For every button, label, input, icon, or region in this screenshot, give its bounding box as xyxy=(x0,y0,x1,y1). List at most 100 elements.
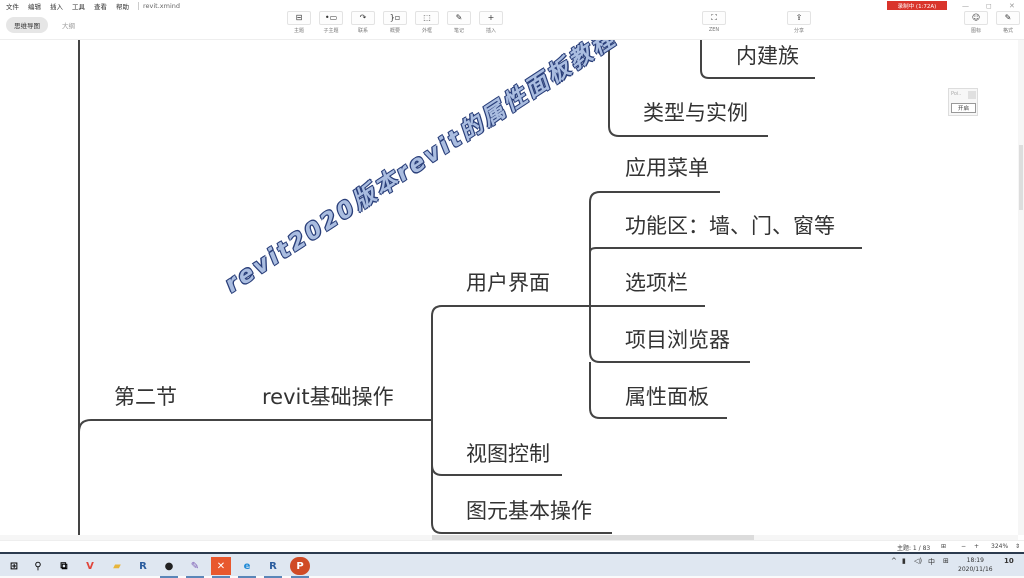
menu-help[interactable]: 帮助 xyxy=(116,2,129,11)
powerpoint-icon[interactable]: P xyxy=(290,557,310,578)
zen-icon: ⛶ xyxy=(702,11,726,25)
tab-mindmap[interactable]: 思维导图 xyxy=(6,17,48,33)
node-options-bar[interactable]: 选项栏 xyxy=(625,271,688,295)
ime-indicator[interactable]: 中 xyxy=(928,558,935,566)
note-icon: ✎ xyxy=(447,11,471,25)
icon-panel-label: 图标 xyxy=(970,28,981,34)
brush-icon: ✎ xyxy=(996,11,1020,25)
header-divider xyxy=(0,39,1024,40)
obs-icon[interactable]: ● xyxy=(159,557,179,578)
node-revit-basics[interactable]: revit基础操作 xyxy=(262,385,394,409)
share-button[interactable]: ⇪ 分享 xyxy=(783,11,815,39)
paint-icon[interactable]: ✎ xyxy=(185,557,205,578)
topic-icon: ⊟ xyxy=(287,11,311,25)
mindmap-connectors xyxy=(78,40,862,535)
zoom-out-button[interactable]: − xyxy=(961,543,967,550)
microphone-icon[interactable]: ▮ xyxy=(902,557,906,565)
insert-label: 插入 xyxy=(485,28,496,34)
node-properties-panel[interactable]: 属性面板 xyxy=(625,385,709,409)
clock-time: 18:19 xyxy=(966,557,984,564)
summary-button[interactable]: }▫ 概要 xyxy=(379,11,411,39)
search-icon[interactable]: ⚲ xyxy=(34,560,42,572)
node-project-browser[interactable]: 项目浏览器 xyxy=(625,328,730,352)
widget-open-button[interactable]: 开启 xyxy=(951,103,976,113)
tray-chevron-icon[interactable]: ^ xyxy=(891,557,897,565)
node-type-and-instance[interactable]: 类型与实例 xyxy=(643,101,748,125)
system-clock[interactable]: 18:19 2020/11/16 xyxy=(958,556,993,574)
node-section-two[interactable]: 第二节 xyxy=(114,385,177,409)
volume-icon[interactable]: ◁) xyxy=(914,557,923,565)
subtopic-icon: •▭ xyxy=(319,11,343,25)
subtopic-button[interactable]: •▭ 子主题 xyxy=(315,11,347,39)
map-icon[interactable]: ⊞ xyxy=(941,543,947,550)
zen-label: ZEN xyxy=(708,27,720,33)
tab-outline[interactable]: 大纲 xyxy=(62,22,75,30)
node-built-in-family[interactable]: 内建族 xyxy=(736,44,799,68)
relationship-label: 联系 xyxy=(357,28,368,34)
xmind-window: 文件 编辑 插入 工具 查看 帮助 revit.xmind 思维导图 大纲 ⊟ … xyxy=(0,0,1024,552)
widget-input[interactable]: Poi.. xyxy=(951,91,962,97)
file-name: revit.xmind xyxy=(138,1,180,10)
boundary-button[interactable]: ⬚ 外框 xyxy=(411,11,443,39)
start-icon[interactable]: ⊞ xyxy=(9,560,19,572)
notification-center-icon[interactable]: 10 xyxy=(1004,557,1014,565)
topic-count: 主题: 1 / 83 xyxy=(897,545,931,552)
icon-panel-button[interactable]: ☺ 图标 xyxy=(960,11,992,39)
boundary-icon: ⬚ xyxy=(415,11,439,25)
keyboard-icon[interactable]: ⊞ xyxy=(943,557,949,565)
topic-button[interactable]: ⊟ 主题 xyxy=(283,11,315,39)
summary-label: 概要 xyxy=(389,28,400,34)
node-ribbon[interactable]: 功能区：墙、门、窗等 xyxy=(625,214,835,238)
zoom-in-button[interactable]: + xyxy=(974,543,980,550)
menu-view[interactable]: 查看 xyxy=(94,2,107,11)
vertical-scroll-thumb[interactable] xyxy=(1019,145,1023,210)
topic-label: 主题 xyxy=(293,28,304,34)
menu-tools[interactable]: 工具 xyxy=(72,2,85,11)
maximize-button[interactable]: ◻ xyxy=(986,1,992,10)
task-view-icon[interactable]: ⧉ xyxy=(60,560,68,572)
insert-button[interactable]: + 插入 xyxy=(475,11,507,39)
zoom-level[interactable]: 324% xyxy=(991,543,1009,550)
revit-icon[interactable]: R xyxy=(139,560,147,572)
horizontal-scrollbar[interactable] xyxy=(0,535,1018,540)
mindmap-canvas[interactable]: 内建族 类型与实例 应用菜单 功能区：墙、门、窗等 用户界面 选项栏 项目浏览器… xyxy=(0,40,1018,535)
boundary-label: 外框 xyxy=(421,28,432,34)
smiley-icon: ☺ xyxy=(964,11,988,25)
menu-bar: 文件 编辑 插入 工具 查看 帮助 revit.xmind xyxy=(0,0,189,11)
summary-icon: }▫ xyxy=(383,11,407,25)
zen-toolbar: ⛶ ZEN xyxy=(698,11,730,39)
menu-file[interactable]: 文件 xyxy=(6,2,19,11)
relationship-icon: ↷ xyxy=(351,11,375,25)
share-toolbar: ⇪ 分享 xyxy=(783,11,815,39)
share-label: 分享 xyxy=(793,28,804,34)
node-user-interface[interactable]: 用户界面 xyxy=(466,271,550,295)
panel-toolbar: ☺ 图标 ✎ 格式 xyxy=(960,11,1024,39)
node-view-control[interactable]: 视图控制 xyxy=(466,442,550,466)
menu-edit[interactable]: 编辑 xyxy=(28,2,41,11)
recording-badge: 录制中 (1:72A) xyxy=(887,1,947,10)
main-toolbar: ⊟ 主题 •▭ 子主题 ↷ 联系 }▫ 概要 ⬚ 外框 ✎ 笔记 + 插入 xyxy=(283,11,507,39)
xmind-icon[interactable]: ✕ xyxy=(211,557,231,578)
menu-insert[interactable]: 插入 xyxy=(50,2,63,11)
zoom-stepper-icon[interactable]: ⇕ xyxy=(1015,543,1021,550)
minimize-button[interactable]: — xyxy=(962,1,969,10)
zen-button[interactable]: ⛶ ZEN xyxy=(698,11,730,39)
relationship-button[interactable]: ↷ 联系 xyxy=(347,11,379,39)
note-button[interactable]: ✎ 笔记 xyxy=(443,11,475,39)
node-application-menu[interactable]: 应用菜单 xyxy=(625,156,709,180)
note-label: 笔记 xyxy=(453,28,464,34)
revit-icon-2[interactable]: R xyxy=(263,557,283,578)
windows-taskbar: ⊞ ⚲ ⧉ V ▰ R ● ✎ ✕ e R P ^ ▮ ◁) 中 ⊞ 18:19… xyxy=(0,552,1024,578)
file-explorer-icon[interactable]: ▰ xyxy=(113,560,121,572)
vertical-scrollbar[interactable] xyxy=(1018,40,1024,535)
status-bar: 主题: 1 / 83 ⊞ − + 324% ⇕ xyxy=(0,540,1024,552)
close-button[interactable]: ✕ xyxy=(1009,1,1015,10)
format-panel-label: 格式 xyxy=(1002,28,1013,34)
widget-swatch[interactable] xyxy=(968,91,976,99)
format-panel-button[interactable]: ✎ 格式 xyxy=(992,11,1024,39)
node-element-operations[interactable]: 图元基本操作 xyxy=(466,499,592,523)
edge-icon[interactable]: e xyxy=(237,557,257,578)
vivaldi-icon[interactable]: V xyxy=(86,560,94,572)
insert-icon: + xyxy=(479,11,503,25)
horizontal-scroll-thumb[interactable] xyxy=(432,535,754,540)
